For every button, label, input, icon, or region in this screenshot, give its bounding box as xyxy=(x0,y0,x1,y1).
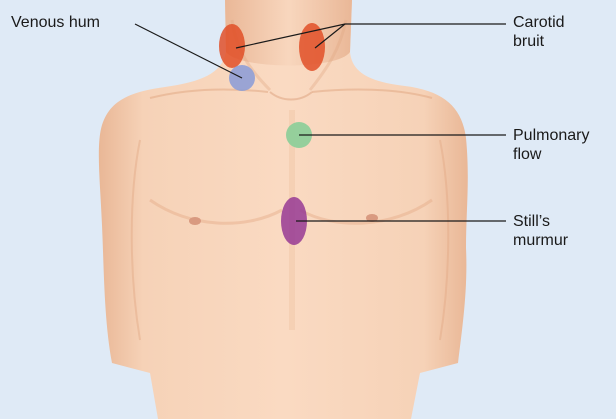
nipple-left xyxy=(189,217,201,225)
venous-hum-label: Venous hum xyxy=(11,13,100,32)
carotid-bruit-marker-left xyxy=(219,24,245,68)
carotid-bruit-label: Carotid bruit xyxy=(513,13,565,51)
stills-murmur-label-line2: murmur xyxy=(513,231,568,250)
pulmonary-flow-label: Pulmonary flow xyxy=(513,126,589,164)
stills-murmur-label: Still’s murmur xyxy=(513,212,568,250)
carotid-bruit-label-line1: Carotid xyxy=(513,13,565,32)
carotid-bruit-marker-right xyxy=(299,23,325,71)
carotid-bruit-label-line2: bruit xyxy=(513,32,565,51)
pulmonary-flow-label-line1: Pulmonary xyxy=(513,126,589,145)
pulmonary-flow-label-line2: flow xyxy=(513,145,589,164)
stills-murmur-label-line1: Still’s xyxy=(513,212,568,231)
venous-hum-label-text: Venous hum xyxy=(11,13,100,32)
